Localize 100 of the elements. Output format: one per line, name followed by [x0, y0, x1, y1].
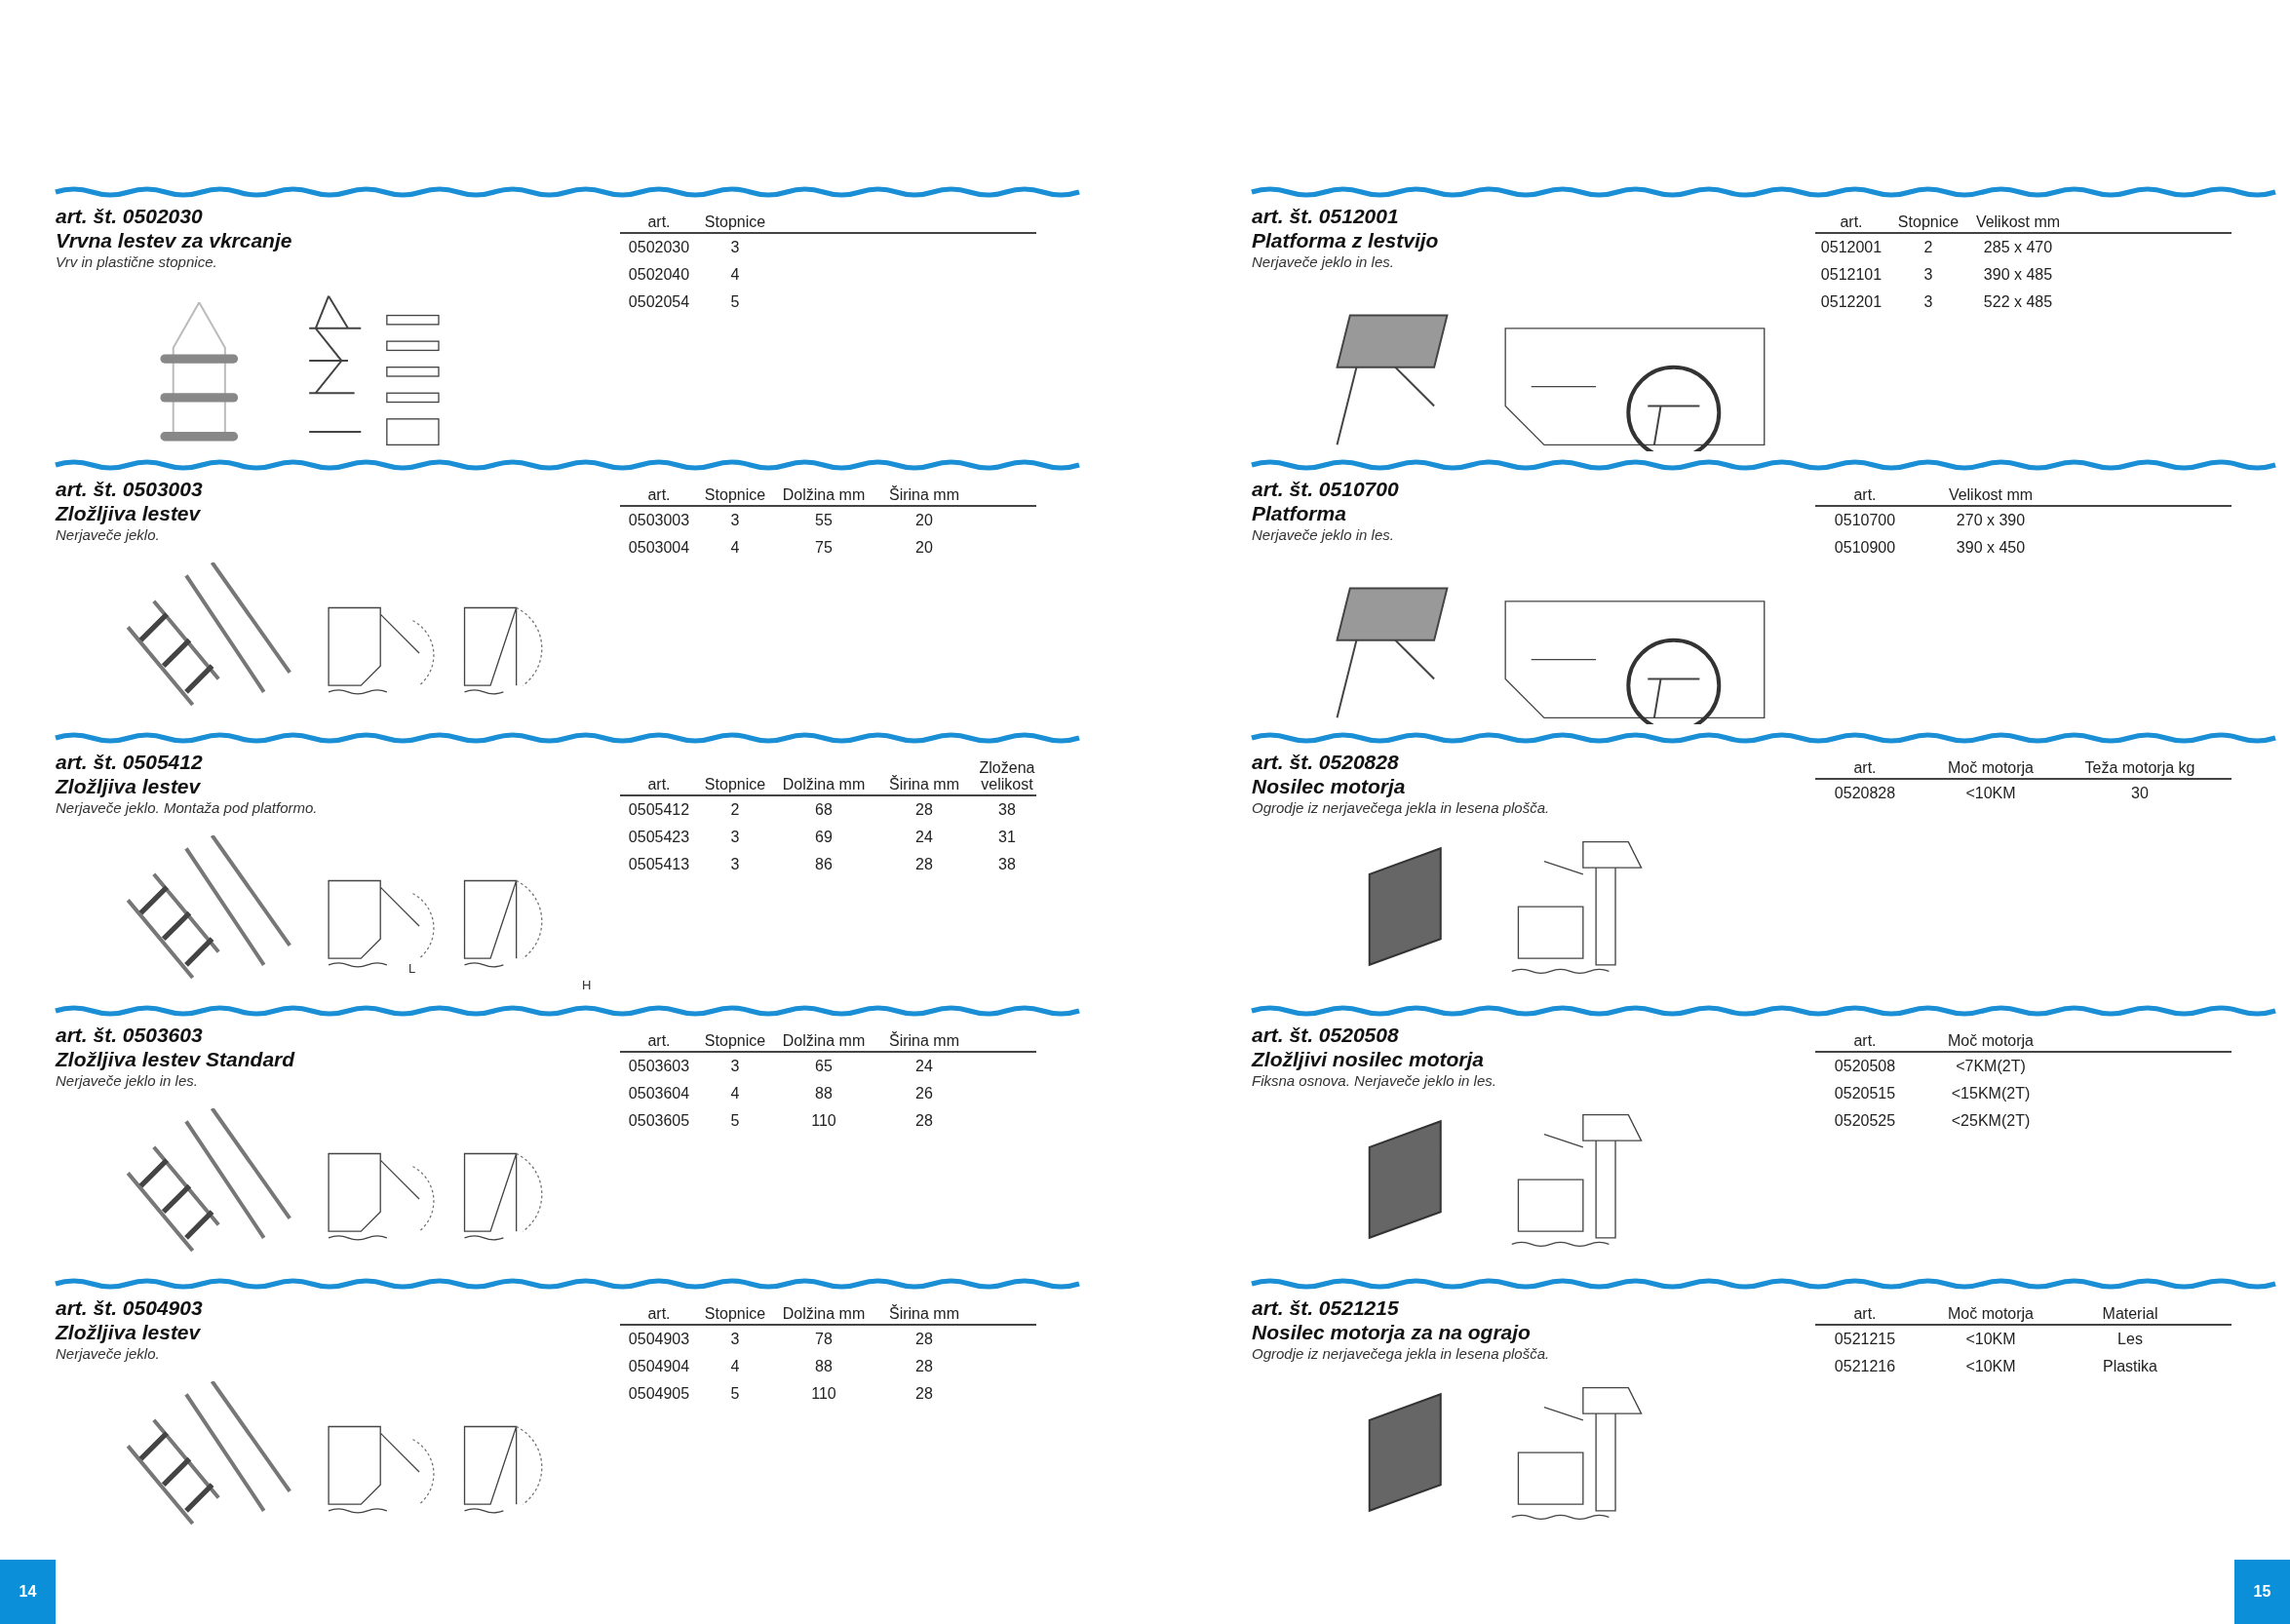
table-cell-text: 20	[914, 511, 934, 530]
table-cell-text: 0520525	[1833, 1111, 1897, 1131]
table-cell-text: 3	[729, 1330, 741, 1349]
product-name: Platforma	[1252, 501, 1347, 525]
table-cell-text: 0512101	[1819, 265, 1883, 285]
table-cell-text: 68	[814, 800, 834, 820]
table-cell-text: 5	[729, 1111, 741, 1131]
table-cell-text: 110	[810, 1111, 837, 1131]
table-cell-text: 0520515	[1833, 1084, 1897, 1103]
table-cell-text: 0512201	[1819, 292, 1883, 312]
table-header: Širina mm	[888, 1305, 960, 1322]
product-description: Ogrodje iz nerjavečega jekla in lesena plošča.	[1252, 1344, 1550, 1364]
table-cell-text: 55	[814, 511, 834, 530]
table-cell-text: 2	[729, 800, 741, 820]
table-cell-text: 4	[729, 265, 741, 285]
table-cell-text: 3	[1922, 265, 1934, 285]
table-cell-text: 3	[729, 238, 741, 257]
table-cell-text: <10KM	[1964, 784, 2017, 803]
article-number: art. št. 0510700	[1252, 477, 1399, 501]
product-description: Ogrodje iz nerjavečega jekla in lesena plošča.	[1252, 798, 1550, 818]
table-cell-text: 69	[814, 828, 834, 847]
table-cell-text: 522 x 485	[1982, 292, 2054, 312]
table-header: Širina mm	[888, 776, 960, 793]
table-cell-text: 88	[814, 1357, 834, 1376]
table-cell-text: <15KM(2T)	[1950, 1084, 2032, 1103]
table-header: Stopnice	[703, 1032, 767, 1049]
table-cell-text: 28	[914, 1357, 934, 1376]
article-number: art. št. 0503603	[56, 1023, 204, 1047]
article-number: art. št. 0521215	[1252, 1295, 1400, 1320]
table-cell-text: <7KM(2T)	[1955, 1057, 2027, 1076]
table-cell-text: 28	[914, 800, 934, 820]
table-header: Dolžina mm	[781, 486, 867, 503]
table-header: art.	[1852, 1305, 1878, 1322]
table-cell-text: 0505423	[627, 828, 691, 847]
table-header: Dolžina mm	[781, 776, 867, 793]
table-header: Material	[2101, 1305, 2159, 1322]
product-name: Vrvna lestev za vkrcanje	[56, 228, 292, 252]
table-header: art.	[646, 213, 672, 230]
table-cell-text: 0503605	[627, 1111, 691, 1131]
article-number: art. št. 0512001	[1252, 204, 1400, 228]
table-cell-text: 0512001	[1819, 238, 1883, 257]
table-cell-text: 20	[914, 538, 934, 558]
table-cell-text: 30	[2130, 784, 2150, 803]
article-number: art. št. 0520828	[1252, 750, 1400, 774]
table-cell-text: 4	[729, 538, 741, 558]
product-name: Platforma z lestvijo	[1252, 228, 1439, 252]
table-header: art.	[1852, 1032, 1878, 1049]
table-cell-text: 4	[729, 1084, 741, 1103]
table-cell-text: 0504903	[627, 1330, 691, 1349]
table-cell-text: 0503004	[627, 538, 691, 558]
table-cell-text: 3	[729, 828, 741, 847]
table-cell-text: 28	[914, 1330, 934, 1349]
table-cell-text: 0503604	[627, 1084, 691, 1103]
table-header: Teža motorja kg	[2083, 759, 2196, 776]
table-cell-text: 28	[914, 855, 934, 874]
table-cell-text: 2	[1922, 238, 1934, 257]
table-cell-text: 26	[914, 1084, 934, 1103]
table-header: Stopnice	[703, 486, 767, 503]
table-cell-text: 3	[729, 511, 741, 530]
table-cell-text: 28	[914, 1111, 934, 1131]
table-header: Moč motorja	[1947, 1305, 2035, 1322]
table-header: Stopnice	[703, 776, 767, 793]
table-cell-text: 0502054	[627, 292, 691, 312]
table-cell-text: 5	[729, 292, 741, 312]
table-cell-text: 0521215	[1833, 1330, 1897, 1349]
table-header: art.	[1839, 213, 1864, 230]
product-name: Zložljiva lestev	[56, 1320, 202, 1344]
table-cell-text: 0520828	[1833, 784, 1897, 803]
product-description: Nerjaveče jeklo.	[56, 525, 161, 545]
table-cell-text: 0504905	[627, 1384, 691, 1404]
table-cell-text: 28	[914, 1384, 934, 1404]
table-cell-text: 78	[814, 1330, 834, 1349]
article-number: art. št. 0520508	[1252, 1023, 1400, 1047]
article-number: art. št. 0503003	[56, 477, 203, 501]
product-description: Nerjaveče jeklo in les.	[1252, 252, 1395, 272]
table-cell-text: 38	[997, 800, 1017, 820]
table-header: Stopnice	[1896, 213, 1960, 230]
article-number: art. št. 0505412	[56, 750, 204, 774]
table-header: art.	[1852, 759, 1878, 776]
table-header: Širina mm	[888, 486, 960, 503]
article-number: art. št. 0502030	[56, 204, 204, 228]
table-cell-text: 270 x 390	[1955, 511, 2027, 530]
table-cell-text: 24	[914, 1057, 934, 1076]
table-cell-text: 31	[997, 828, 1017, 847]
table-cell-text: Les	[2116, 1330, 2144, 1349]
product-name: Zložljiva lestev Standard	[56, 1047, 295, 1071]
product-description: Nerjaveče jeklo in les.	[56, 1071, 199, 1091]
table-header: Velikost mm	[1974, 213, 2062, 230]
table-cell-text: 3	[1922, 292, 1934, 312]
table-header: Širina mm	[888, 1032, 960, 1049]
table-cell-text: <10KM	[1964, 1330, 2017, 1349]
table-cell-text: 24	[914, 828, 934, 847]
table-cell-text: 0521216	[1833, 1357, 1897, 1376]
table-cell-text: 4	[729, 1357, 741, 1376]
table-header: art.	[646, 1032, 672, 1049]
product-name: Zložljiva lestev	[56, 501, 202, 525]
table-cell-text: 285 x 470	[1982, 238, 2054, 257]
product-name: Zložljiva lestev	[56, 774, 202, 798]
table-header: Dolžina mm	[781, 1305, 867, 1322]
article-number: art. št. 0504903	[56, 1295, 203, 1320]
